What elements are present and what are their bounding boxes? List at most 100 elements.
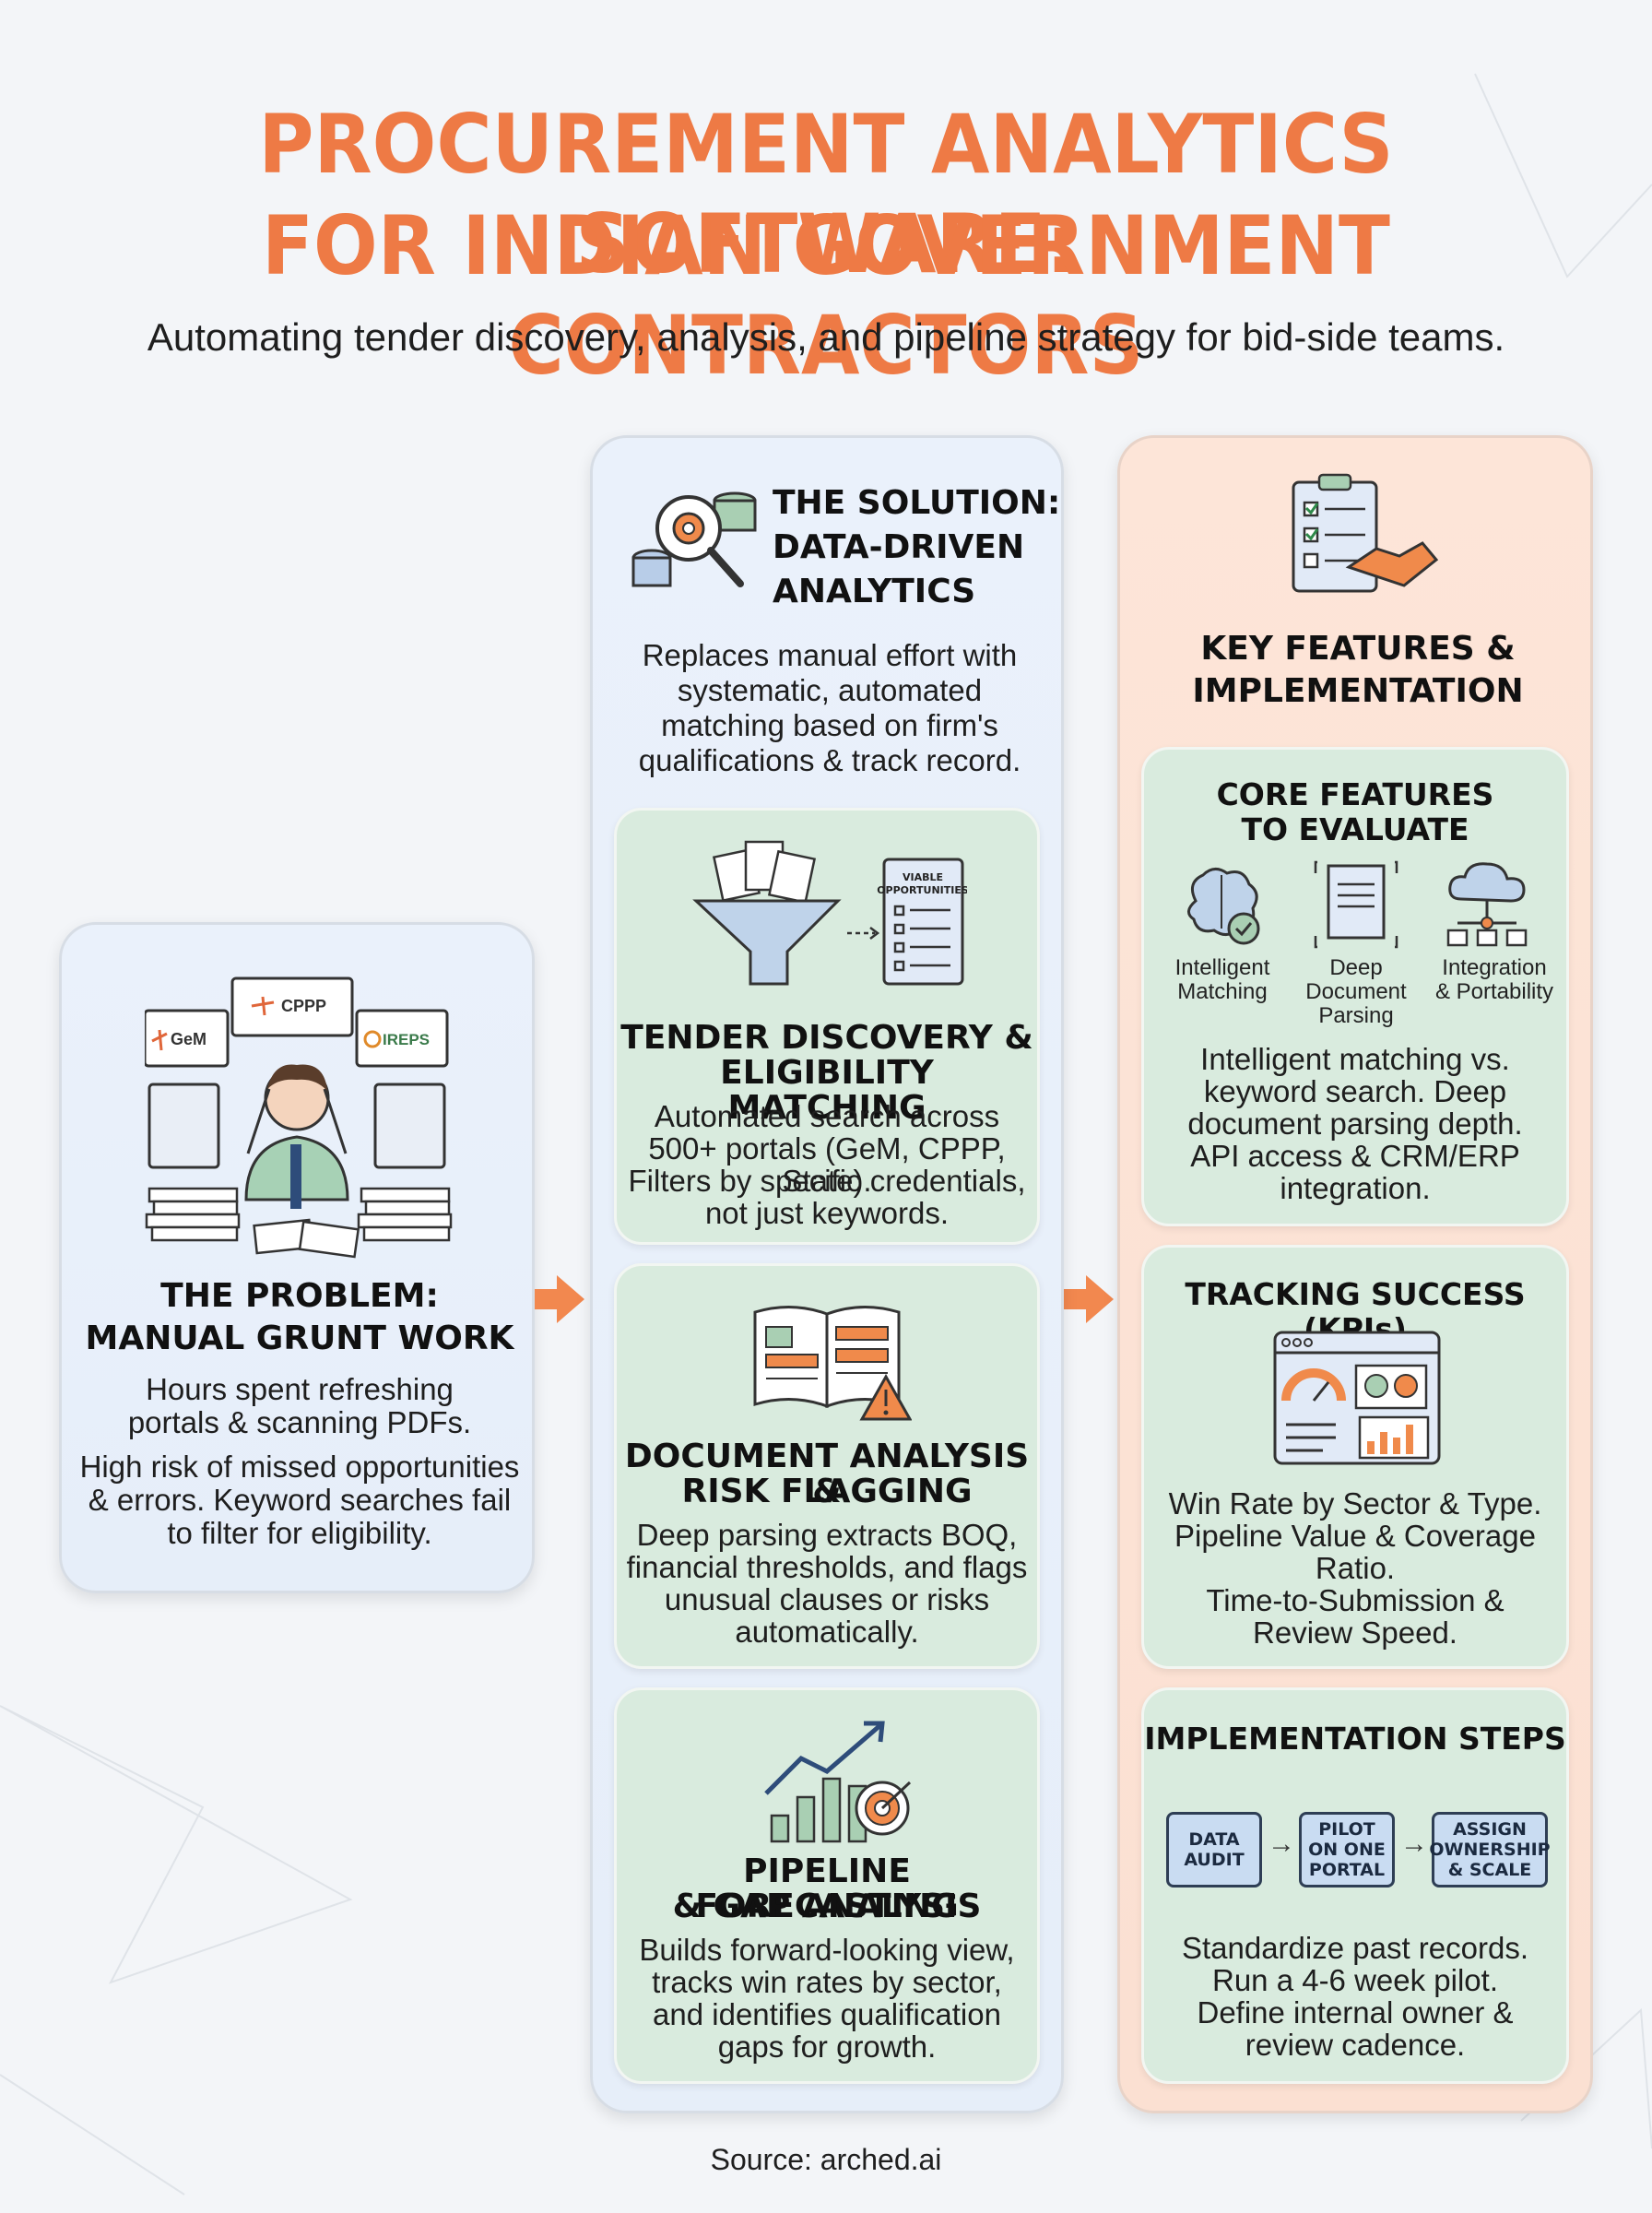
step-2-line-2: ON ONE [1308, 1840, 1386, 1860]
gear-search-database-icon [631, 491, 757, 587]
document-text-line-3: unusual clauses or risks [664, 1582, 990, 1616]
pipeline-text-line-1: Builds forward-looking view, [639, 1933, 1015, 1967]
document-heading-line-1: DOCUMENT ANALYSIS & [624, 1438, 1030, 1510]
implementation-text-line-4: review cadence. [1245, 2028, 1466, 2062]
pipeline-heading-line-2: & GAP ANALYSIS [672, 1888, 982, 1925]
arrow-solution-to-features [1086, 1275, 1114, 1323]
viable-label-2: OPPORTUNITIES [877, 884, 967, 896]
tender-discovery-card: VIABLE OPPORTUNITIES TENDER DISCOVERY & … [614, 808, 1040, 1245]
page-title-line-2: FOR INDIAN GOVERNMENT CONTRACTORS [262, 199, 1390, 394]
kpi-text-line-4: Time-to-Submission & [1206, 1583, 1504, 1617]
problem-heading-line-2: MANUAL GRUNT WORK [85, 1320, 514, 1357]
core-text-line-3: document parsing depth. [1187, 1106, 1523, 1141]
pipeline-text-line-2: tracks win rates by sector, [652, 1965, 1002, 1999]
step-3-line-2: OWNERSHIP [1429, 1840, 1551, 1860]
kpi-text-line-3: Ratio. [1315, 1551, 1396, 1585]
step-assign-ownership: ASSIGN OWNERSHIP & SCALE [1429, 1812, 1551, 1888]
kpi-text-line-5: Review Speed. [1253, 1615, 1457, 1650]
kpi-text-line-1: Win Rate by Sector & Type. [1168, 1486, 1542, 1521]
implementation-heading: IMPLEMENTATION STEPS [1144, 1721, 1566, 1757]
problem-text-1-line-2: portals & scanning PDFs. [127, 1405, 472, 1439]
page-title-line-1: PROCUREMENT ANALYTICS SOFTWARE: [258, 98, 1394, 292]
core-text-line-5: integration. [1280, 1171, 1431, 1205]
step-3-line-3: & SCALE [1447, 1860, 1532, 1880]
arrow-problem-to-solution-stem [535, 1289, 557, 1309]
cloud-integration-icon [1446, 862, 1528, 947]
discovery-text-line-4: not just keywords. [704, 1196, 950, 1230]
problem-text-1-line-1: Hours spent refreshing [146, 1372, 454, 1406]
step-arrow-2: → [1400, 1828, 1428, 1859]
pipeline-forecasting-card: PIPELINE FORECASTING & GAP ANALYSIS Buil… [614, 1687, 1040, 2084]
arrow-solution-to-features-stem [1064, 1289, 1086, 1309]
arrow-problem-to-solution [557, 1275, 584, 1323]
integration-label-1: Integration [1442, 955, 1547, 980]
core-heading-line-2: TO EVALUATE [1241, 811, 1469, 847]
document-text-line-4: automatically. [735, 1615, 919, 1649]
features-heading-line-2: IMPLEMENTATION [1192, 672, 1524, 710]
brain-check-icon [1187, 868, 1260, 945]
gem-logo-text: GeM [171, 1030, 206, 1048]
open-book-warning-icon [753, 1305, 912, 1421]
intelligent-matching-label-1: Intelligent [1174, 955, 1270, 980]
problem-text-2-line-3: to filter for eligibility. [167, 1516, 432, 1550]
step-2-line-1: PILOT [1318, 1819, 1375, 1840]
core-text-line-1: Intelligent matching vs. [1200, 1042, 1510, 1076]
discovery-text-line-1: Automated search across [654, 1099, 1000, 1133]
core-text-line-2: keyword search. Deep [1203, 1074, 1507, 1108]
pipeline-heading-line-1: PIPELINE FORECASTING [695, 1852, 959, 1925]
discovery-heading-line-2: ELIGIBILITY MATCHING [720, 1054, 934, 1127]
step-3-line-1: ASSIGN [1453, 1819, 1527, 1840]
step-data-audit: DATA AUDIT [1166, 1812, 1262, 1888]
solution-heading-line-2: DATA-DRIVEN [773, 528, 1025, 566]
solution-text-line-2: systematic, automated [677, 673, 983, 707]
core-heading-line-1: CORE FEATURES [1216, 776, 1494, 812]
kpi-card: TRACKING SUCCESS (KPIs) Win Rate by Sect… [1141, 1245, 1569, 1669]
intelligent-matching-label-2: Matching [1177, 979, 1268, 1004]
solution-heading-line-1: THE SOLUTION: [773, 484, 1061, 522]
document-parsing-icon [1314, 860, 1398, 949]
document-analysis-card: DOCUMENT ANALYSIS & RISK FLAGGING Deep p… [614, 1263, 1040, 1669]
step-2-line-3: PORTAL [1308, 1860, 1386, 1880]
solution-text-line-1: Replaces manual effort with [642, 638, 1018, 672]
step-arrow-1: → [1268, 1828, 1295, 1859]
source-credit: Source: arched.ai [710, 2143, 942, 2176]
problem-card: GeM CPPP IREPS THE PROBLEM: MANUAL GRUNT… [59, 922, 535, 1593]
page-subtitle: Automating tender discovery, analysis, a… [147, 315, 1505, 359]
core-text-line-4: API access & CRM/ERP [1190, 1139, 1520, 1173]
implementation-text-line-1: Standardize past records. [1181, 1931, 1529, 1965]
document-text-line-2: financial thresholds, and flags [626, 1550, 1028, 1584]
step-pilot: PILOT ON ONE PORTAL [1299, 1812, 1395, 1888]
discovery-text-line-2: 500+ portals (GeM, CPPP, State). [648, 1131, 1006, 1198]
funnel-documents-icon: VIABLE OPPORTUNITIES [692, 840, 967, 986]
problem-text-2-line-2: & errors. Keyword searches fail [88, 1483, 512, 1517]
deep-parsing-label-3: Parsing [1318, 1003, 1394, 1028]
integration-label-2: & Portability [1434, 979, 1554, 1004]
solution-text-line-3: matching based on firm's [661, 708, 998, 742]
pipeline-text-line-3: and identifies qualification [653, 1997, 1001, 2031]
step-1-line-2: AUDIT [1184, 1850, 1245, 1870]
discovery-heading-line-1: TENDER DISCOVERY & [620, 1019, 1033, 1057]
problem-heading-line-1: THE PROBLEM: [160, 1277, 439, 1315]
ireps-logo-text: IREPS [383, 1031, 430, 1048]
document-heading-line-2: RISK FLAGGING [681, 1473, 973, 1510]
pipeline-text-line-4: gaps for growth. [717, 2030, 937, 2064]
implementation-text-line-3: Define internal owner & [1197, 1995, 1514, 2030]
checklist-handshake-icon [1292, 473, 1439, 593]
features-heading-line-1: KEY FEATURES & [1200, 630, 1516, 668]
solution-text-line-4: qualifications & track record. [638, 743, 1021, 777]
dashboard-icon [1273, 1331, 1441, 1465]
problem-text-2-line-1: High risk of missed opportunities [79, 1450, 520, 1484]
discovery-text-line-3: Filters by specific credentials, [628, 1164, 1026, 1198]
core-features-card: CORE FEATURES TO EVALUATE Intelligent Ma… [1141, 747, 1569, 1226]
implementation-card: IMPLEMENTATION STEPS DATA AUDIT → PILOT … [1141, 1687, 1569, 2084]
deep-parsing-label-2: Document [1305, 979, 1407, 1004]
growth-chart-target-icon [764, 1721, 912, 1843]
kpi-text-line-2: Pipeline Value & Coverage [1174, 1519, 1536, 1553]
stressed-worker-illustration: GeM CPPP IREPS [145, 976, 453, 1259]
deep-parsing-label-1: Deep [1329, 955, 1383, 980]
viable-label-1: VIABLE [903, 871, 943, 883]
solution-heading-line-3: ANALYTICS [773, 573, 976, 610]
document-text-line-1: Deep parsing extracts BOQ, [636, 1518, 1018, 1552]
implementation-text-line-2: Run a 4-6 week pilot. [1211, 1963, 1498, 1997]
cppp-logo-text: CPPP [281, 997, 326, 1015]
